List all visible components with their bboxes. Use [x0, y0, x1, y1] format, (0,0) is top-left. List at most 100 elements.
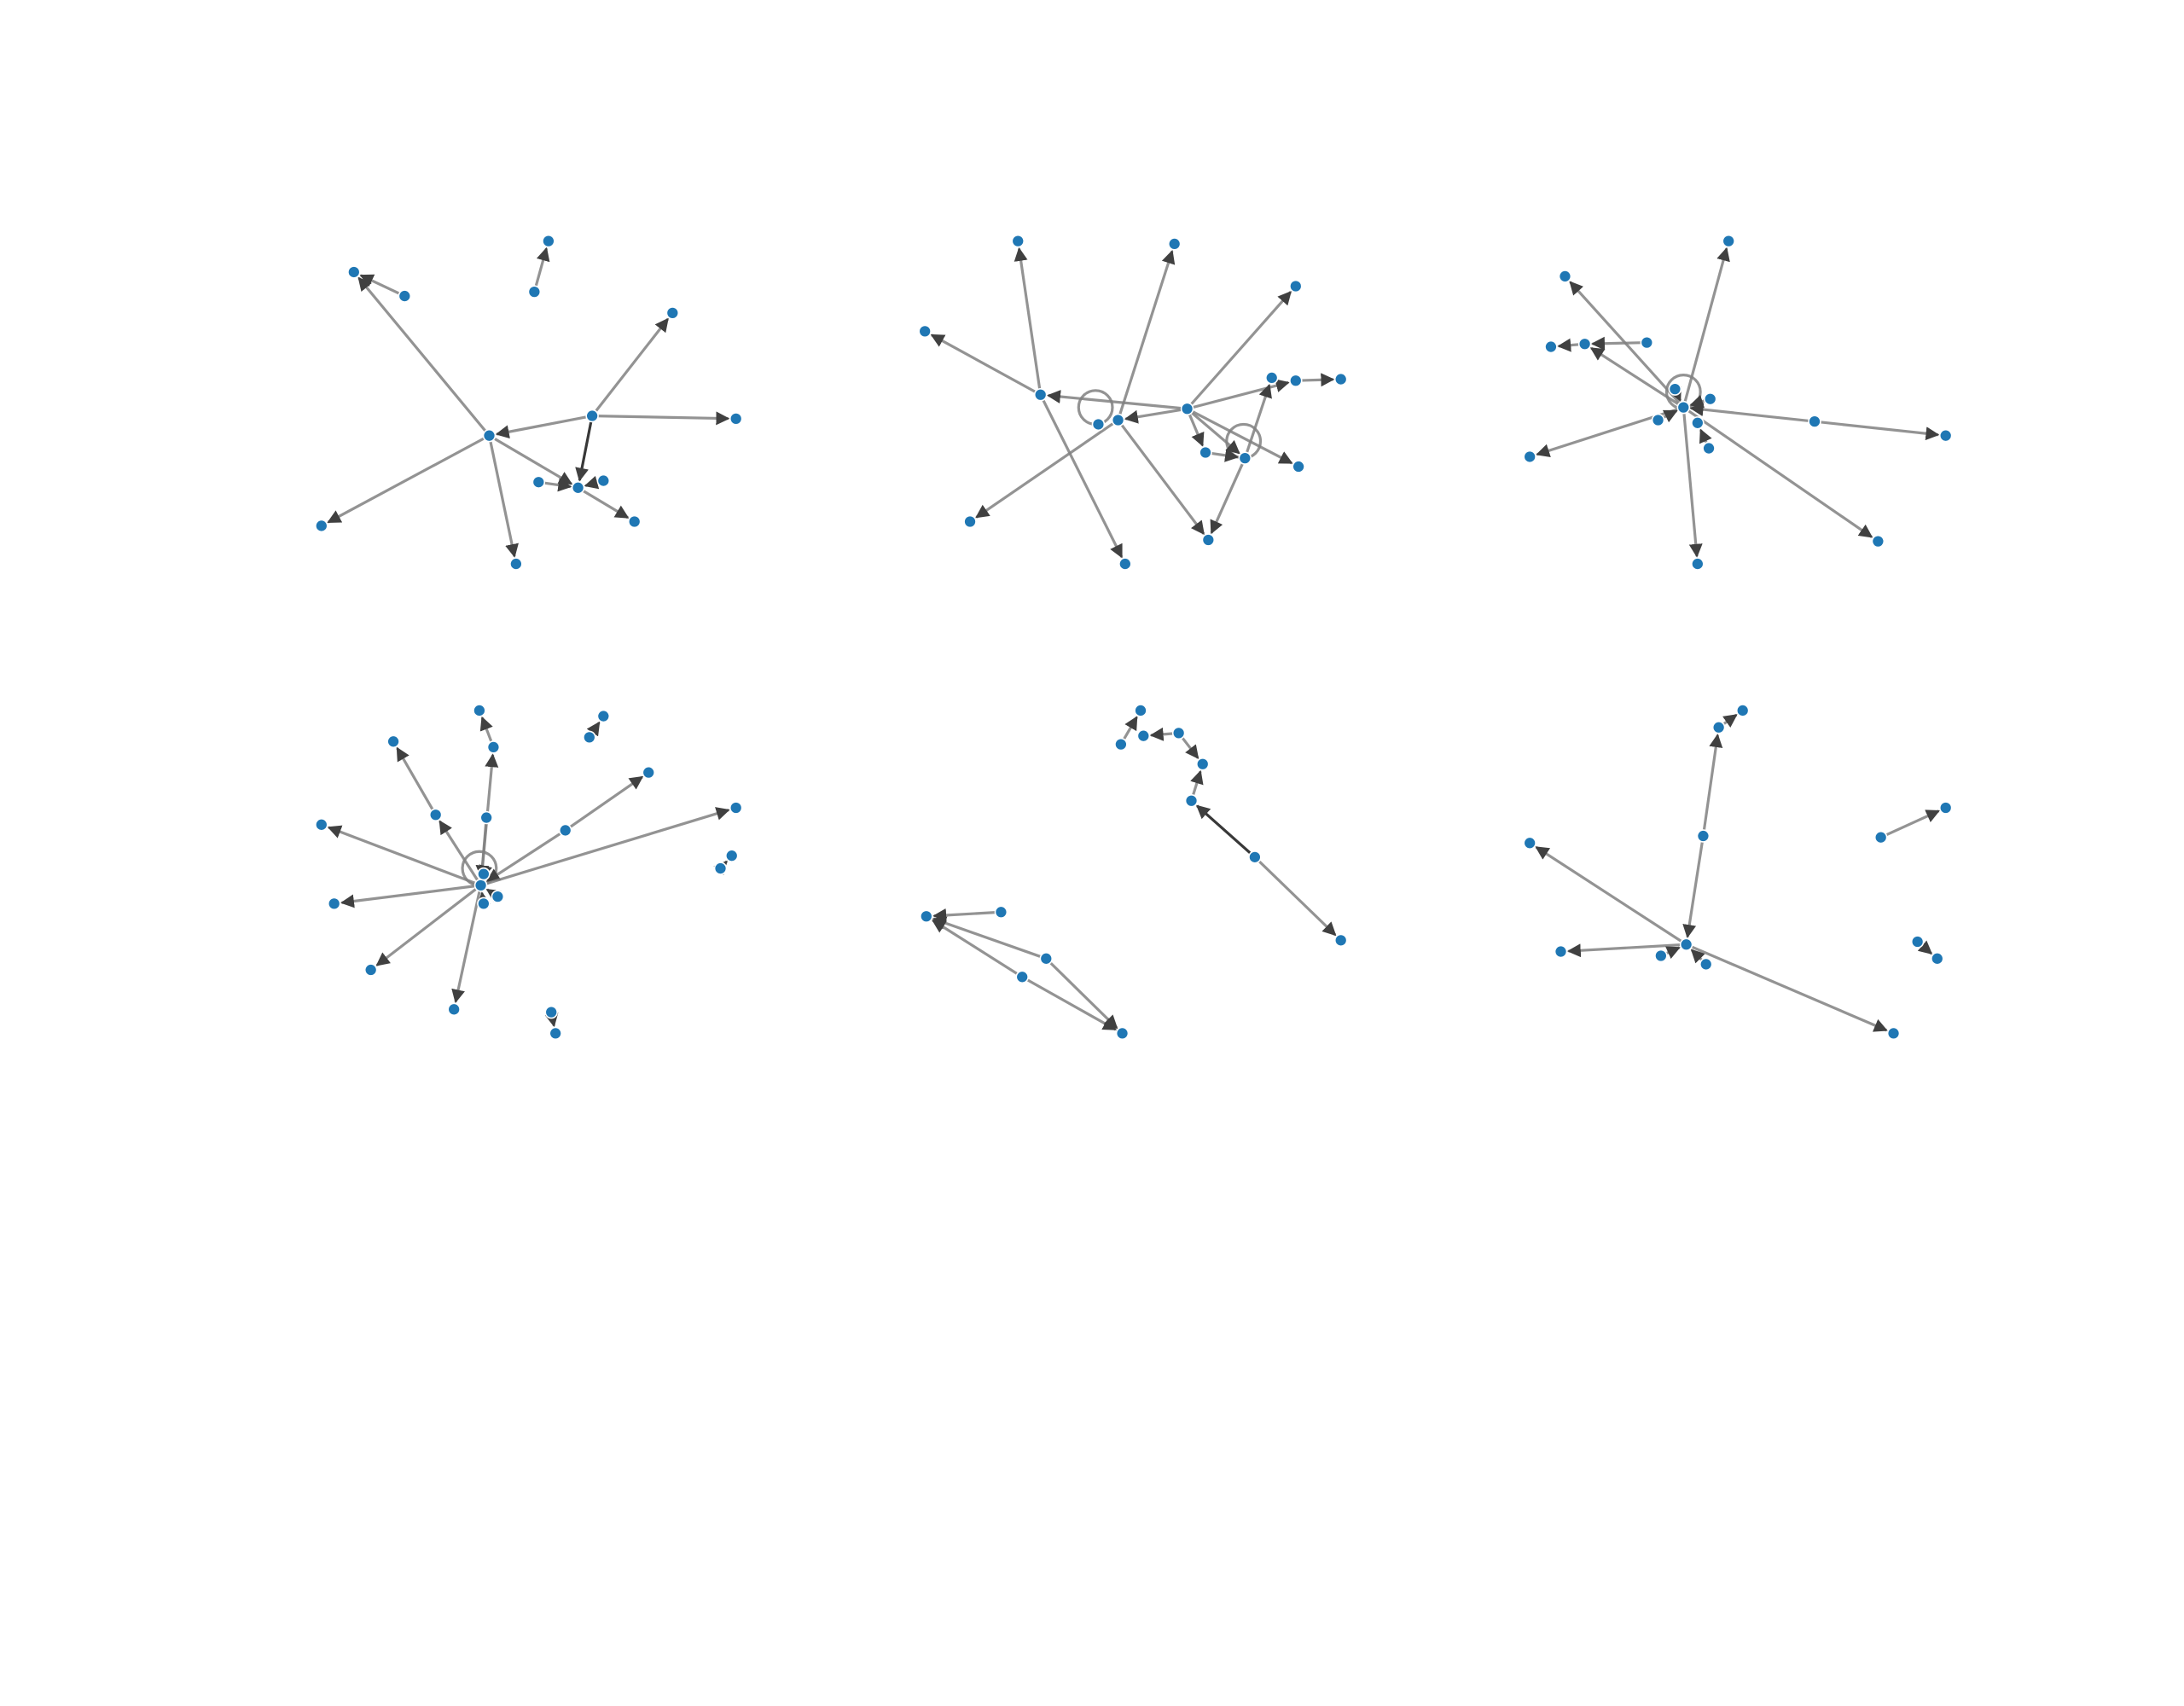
graph-edge-l-to-i [932, 919, 1020, 977]
graph-node-g [1654, 949, 1668, 963]
graph-node-f [918, 324, 932, 339]
graph-node-a [482, 428, 497, 443]
graph-edge-g-to-f [1196, 804, 1253, 856]
graph-node-n [596, 473, 611, 488]
graph-node-h [1118, 557, 1132, 571]
graph-node-u [491, 890, 505, 903]
graph-edge-j-to-k [1883, 809, 1941, 838]
graph-node-m [724, 849, 739, 862]
graph-node-i [1201, 533, 1216, 547]
graph-edge-b-to-e [1118, 249, 1176, 418]
graph-edge-a-to-n [327, 825, 479, 885]
graph-node-b [1696, 829, 1711, 843]
graph-edge-a-to-e [1535, 845, 1684, 944]
graph-node-a [1679, 937, 1693, 952]
graph-node-h [665, 306, 680, 320]
graph-node-k [1938, 428, 1953, 443]
graph-panel-4 [315, 704, 743, 1041]
graph-node-d [1011, 234, 1025, 248]
graph-edge-b-to-i [1118, 421, 1205, 536]
graph-node-r [544, 1005, 558, 1019]
graph-edge-a-to-k [488, 438, 519, 558]
graph-edge-m-to-c [542, 478, 572, 492]
graph-node-j [994, 905, 1008, 920]
graph-node-p [1264, 371, 1279, 385]
graph-panel-5 [920, 704, 1348, 1041]
graph-edge-l-to-m [1025, 977, 1118, 1031]
graph-node-g [963, 514, 977, 529]
graph-node-a [1676, 400, 1691, 415]
graph-edge-c-to-n [1188, 409, 1240, 455]
graph-node-g [583, 730, 596, 745]
graph-node-v [477, 867, 491, 881]
graph-node-b [585, 409, 599, 423]
graph-panel-1 [315, 234, 743, 571]
graph-node-c [1711, 721, 1726, 734]
graph-edge-o-to-n [1208, 448, 1240, 462]
graph-node-d [1640, 335, 1654, 350]
graph-node-e [386, 734, 400, 749]
graph-node-n [315, 818, 328, 832]
graph-node-t [477, 897, 491, 911]
graph-edge-g-to-h [1256, 858, 1337, 937]
graph-node-a [1033, 388, 1048, 402]
graph-edge-j-to-a [1689, 403, 1812, 423]
graph-edge-d-to-c [1149, 727, 1176, 741]
graph-edge-a-to-f [439, 820, 480, 884]
graph-node-m [1702, 441, 1716, 456]
graph-panel-2 [918, 234, 1348, 571]
graph-node-o [327, 897, 341, 911]
graph-node-i [729, 412, 743, 426]
graph-node-d [347, 265, 361, 279]
graph-edge-b-to-g [975, 421, 1117, 519]
graph-edge-a-to-d [1014, 247, 1042, 392]
graph-edge-c-to-o [1187, 411, 1205, 447]
graph-edge-b-to-i [595, 411, 730, 426]
graph-node-m [531, 475, 546, 489]
graph-node-l [1015, 970, 1029, 984]
graph-node-s [549, 1026, 562, 1041]
graph-node-i [1871, 534, 1885, 548]
graph-node-j [315, 519, 328, 533]
graph-node-h [1699, 957, 1713, 972]
graph-node-e [1167, 237, 1182, 251]
graph-node-k [1289, 374, 1303, 387]
graph-node-c [571, 481, 585, 495]
graph-panel-6 [1523, 704, 1953, 1041]
graph-edge-b-to-a [1682, 838, 1705, 939]
graph-node-h [596, 709, 611, 723]
graph-edge-b-to-c [575, 419, 593, 482]
graph-panel-3 [1523, 234, 1953, 571]
graph-node-e [1523, 836, 1536, 850]
graph-node-f [1184, 793, 1199, 808]
graph-edge-c-to-a [1046, 390, 1184, 410]
graph-node-p [1691, 416, 1705, 430]
graph-edge-a-to-b [1682, 247, 1730, 405]
graph-edge-e-to-f [1557, 338, 1582, 352]
graph-edge-a-to-i [1688, 944, 1888, 1032]
graph-node-d [1171, 726, 1186, 740]
graph-node-i [1886, 1026, 1901, 1041]
graph-node-k [1039, 952, 1054, 966]
graph-edge-a-to-f [930, 334, 1038, 395]
graph-node-d [479, 810, 493, 825]
graph-node-h [1691, 557, 1705, 571]
graph-edge-b-to-c [1702, 734, 1723, 833]
graph-edge-d-to-e [1179, 734, 1199, 759]
graph-node-j [1873, 830, 1888, 844]
graph-edge-b-to-h [593, 317, 670, 415]
graph-edge-a-to-j [327, 436, 487, 524]
graph-node-l [713, 862, 728, 875]
graph-edge-f-to-e [396, 746, 435, 813]
graph-edge-a-to-h [1041, 397, 1124, 559]
graph-node-j [1289, 279, 1303, 293]
graph-node-h [1333, 933, 1348, 948]
graph-node-f [1544, 339, 1558, 354]
graph-edge-i-to-j [567, 775, 644, 830]
graph-edge-n-to-p [1245, 383, 1272, 456]
graph-node-g [1248, 850, 1262, 864]
graph-node-a [1114, 737, 1128, 751]
graph-node-c [1558, 270, 1572, 283]
